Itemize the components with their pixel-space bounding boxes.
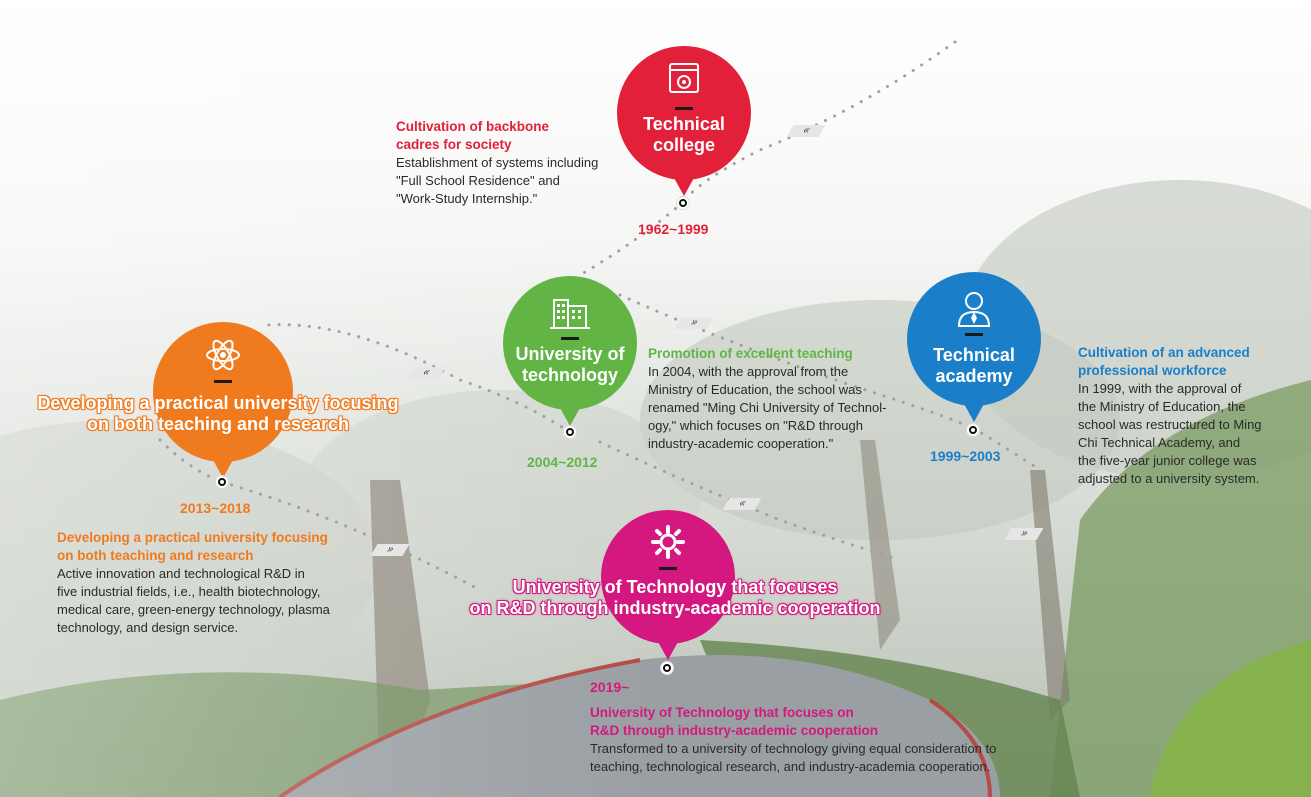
practical-university-body: Active innovation and technological R&D … <box>57 566 330 635</box>
rd-university-heading-line1: University of Technology that focuses on <box>590 705 854 720</box>
technical-academy-title-line1: Technical <box>933 345 1015 365</box>
technical-college-body: Establishment of systems including "Full… <box>396 155 599 206</box>
technical-college-year: 1962~1999 <box>638 221 709 237</box>
technical-college-heading-line2: cadres for society <box>396 137 512 152</box>
technical-college-title-line1: Technical <box>643 114 725 134</box>
university-of-technology-bubble: University of technology <box>503 276 637 426</box>
practical-university-node <box>216 476 228 488</box>
technical-academy-description: Cultivation of an advanced professional … <box>1078 344 1303 488</box>
practical-university-year: 2013~2018 <box>180 500 251 516</box>
practical-university-title: Developing a practical university focusi… <box>30 393 406 435</box>
university-of-technology-year: 2004~2012 <box>527 454 598 470</box>
practical-university-bubble <box>153 322 293 478</box>
gears-icon <box>651 525 685 559</box>
rd-university-description: University of Technology that focuses on… <box>590 704 1060 776</box>
rd-university-title-line1: University of Technology that focuses <box>512 577 838 597</box>
university-of-technology-title-line1: University of <box>515 344 625 364</box>
person-icon <box>957 292 991 327</box>
rd-university-node <box>661 662 673 674</box>
practical-university-title-line1: Developing a practical university focusi… <box>37 393 399 413</box>
university-of-technology-node <box>564 426 576 438</box>
gear-screen-icon <box>669 63 699 93</box>
technical-college-description: Cultivation of backbone cadres for socie… <box>396 118 636 208</box>
technical-academy-body: In 1999, with the approval of the Minist… <box>1078 381 1262 486</box>
rd-university-title: University of Technology that focuses on… <box>455 577 895 619</box>
technical-academy-heading-line2: professional workforce <box>1078 363 1227 378</box>
practical-university-title-line2: on both teaching and research <box>86 414 350 434</box>
technical-academy-heading-line1: Cultivation of an advanced <box>1078 345 1250 360</box>
practical-university-heading-line2: on both teaching and research <box>57 548 254 563</box>
technical-academy-bubble: Technical academy <box>907 272 1041 422</box>
rd-university-heading-line2: R&D through industry-academic cooperatio… <box>590 723 879 738</box>
practical-university-heading-line1: Developing a practical university focusi… <box>57 530 328 545</box>
technical-academy-year: 1999~2003 <box>930 448 1001 464</box>
university-of-technology-title-line2: technology <box>521 365 618 385</box>
rd-university-body: Transformed to a university of technolog… <box>590 741 997 774</box>
university-of-technology-description: Promotion of excellent teaching In 2004,… <box>648 345 918 453</box>
university-of-technology-heading: Promotion of excellent teaching <box>648 346 853 361</box>
technical-academy-node <box>967 424 979 436</box>
rd-university-bubble <box>601 510 735 660</box>
atom-icon <box>206 339 240 371</box>
technical-academy-title-line2: academy <box>935 366 1013 386</box>
rd-university-title-line2: on R&D through industry-academic coopera… <box>469 598 881 618</box>
technical-college-node <box>677 197 689 209</box>
practical-university-description: Developing a practical university focusi… <box>57 529 367 637</box>
rd-university-year: 2019~ <box>590 679 630 695</box>
university-of-technology-body: In 2004, with the approval from the Mini… <box>648 364 887 451</box>
technical-college-bubble: Technical college <box>617 46 751 196</box>
technical-college-heading-line1: Cultivation of backbone <box>396 119 550 134</box>
technical-college-title-line2: college <box>652 135 716 155</box>
building-icon <box>550 299 590 329</box>
